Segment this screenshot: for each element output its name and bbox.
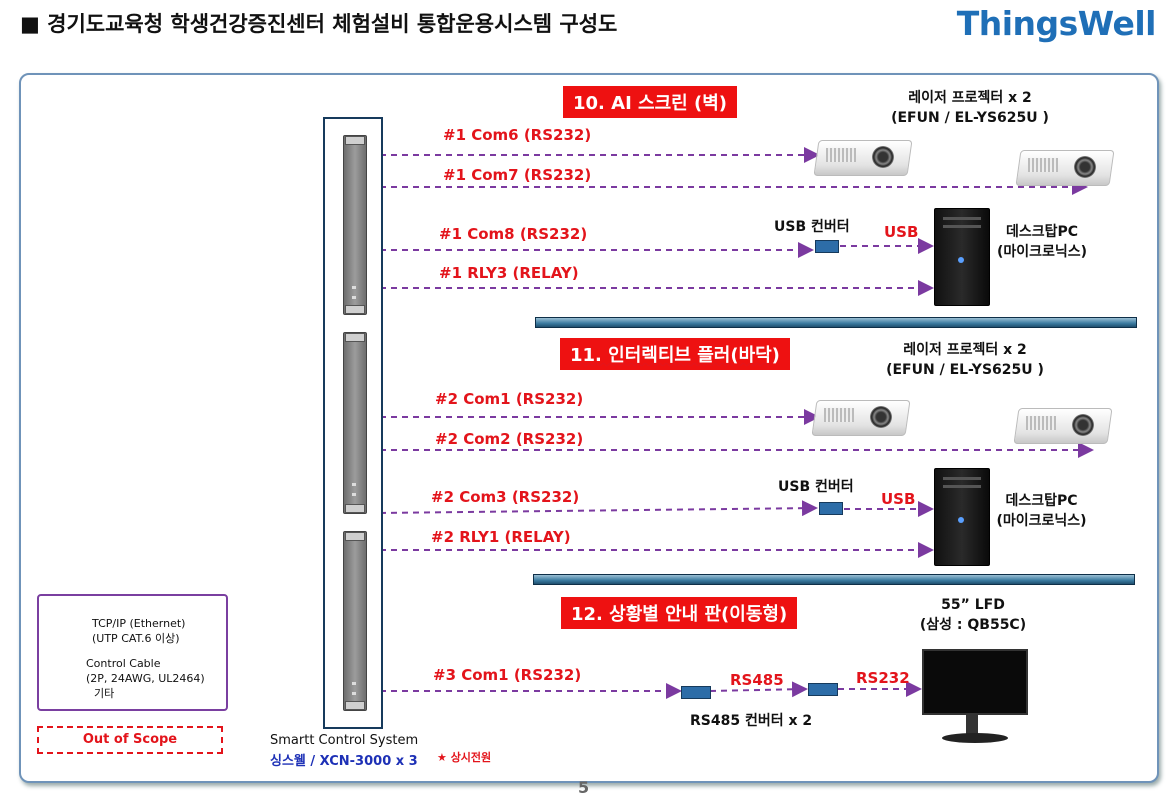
legend-control-desc: (2P, 24AWG, UL2464)	[86, 672, 205, 685]
out-of-scope-legend: Out of Scope	[37, 726, 223, 754]
lfd-label: 55” LFD (삼성 : QB55C)	[910, 595, 1036, 635]
projector-icon	[1013, 400, 1113, 450]
conn-label: #3 Com1 (RS232)	[433, 666, 582, 684]
rs485-converter-label: RS485 컨버터 x 2	[690, 713, 813, 729]
conn-label: #1 Com6 (RS232)	[443, 126, 592, 144]
usb-converter-label: USB 컨버터	[774, 219, 850, 235]
rs485-converter-icon	[808, 683, 838, 696]
cable-2com3	[379, 500, 818, 517]
rs485-converter-icon	[681, 686, 711, 699]
usb-label: USB	[884, 223, 919, 241]
pc-label-2: 데스크탑PC (마이크로닉스)	[984, 491, 1099, 531]
usb-converter-icon	[815, 240, 839, 253]
page-title: ■ 경기도교육청 학생건강증진센터 체험설비 통합운용시스템 구성도	[20, 12, 618, 36]
conn-label: #1 Com7 (RS232)	[443, 166, 592, 184]
legend-control-title: Control Cable	[86, 657, 161, 670]
section-interactive-floor-label: 11. 인터렉티브 플러(바닥)	[570, 345, 780, 366]
legend-tcp-desc: (UTP CAT.6 이상)	[92, 632, 180, 645]
usb-converter-label: USB 컨버터	[778, 479, 854, 495]
projector-name: 레이저 프로젝터 x 2	[908, 90, 1032, 106]
desktop-pc-icon	[934, 468, 990, 566]
conn-label: #2 Com1 (RS232)	[435, 390, 584, 408]
conn-label: #2 Com2 (RS232)	[435, 430, 584, 448]
rs232-label: RS232	[856, 669, 910, 687]
legend-tcp-title: TCP/IP (Ethernet)	[92, 617, 186, 630]
projector-group-1: 레이저 프로젝터 x 2 (EFUN / EL-YS625U )	[880, 88, 1060, 128]
lfd-name: 55” LFD	[941, 597, 1005, 613]
pc-maker: (마이크로닉스)	[996, 244, 1088, 260]
lfd-monitor-icon	[922, 649, 1028, 750]
projector-icon	[1015, 142, 1115, 192]
controller-name: Smartt Control System	[270, 733, 419, 748]
pc-maker: (마이크로닉스)	[996, 513, 1087, 529]
controller-unit	[343, 135, 367, 315]
conn-label: #2 RLY1 (RELAY)	[431, 528, 571, 546]
controller-unit	[343, 332, 367, 514]
projector-icon	[811, 392, 911, 442]
controller-unit	[343, 531, 367, 711]
page-number: 5	[578, 778, 590, 797]
projector-model: (EFUN / EL-YS625U )	[886, 362, 1044, 378]
conn-label: #1 Com8 (RS232)	[439, 225, 588, 243]
pc-name: 데스크탑PC	[1005, 224, 1079, 240]
projector-group-2: 레이저 프로젝터 x 2 (EFUN / EL-YS625U )	[875, 340, 1055, 380]
rs485-label: RS485	[730, 671, 784, 689]
section-divider	[535, 317, 1137, 328]
section-interactive-floor: 11. 인터렉티브 플러(바닥)	[560, 338, 790, 370]
section-divider	[533, 574, 1135, 585]
usb-converter-icon	[819, 502, 843, 515]
projector-model: (EFUN / EL-YS625U )	[891, 110, 1049, 126]
pc-label-1: 데스크탑PC (마이크로닉스)	[986, 222, 1098, 262]
legend: TCP/IP (Ethernet) (UTP CAT.6 이상) Control…	[37, 594, 228, 711]
conn-label: #1 RLY3 (RELAY)	[439, 264, 579, 282]
brand-logo: ThingsWell	[956, 4, 1157, 43]
cable-rs485	[709, 681, 808, 698]
conn-label: #2 Com3 (RS232)	[431, 488, 580, 506]
projector-icon	[813, 132, 913, 182]
controller-model: 싱스웰 / XCN-3000 x 3	[270, 754, 418, 769]
lfd-model: (삼성 : QB55C)	[919, 617, 1027, 633]
controller-rack	[323, 117, 383, 729]
desktop-pc-icon	[934, 208, 990, 306]
legend-etc: 기타	[94, 687, 115, 700]
projector-name: 레이저 프로젝터 x 2	[903, 342, 1027, 358]
usb-label: USB	[881, 490, 916, 508]
section-ai-screen: 10. AI 스크린 (벽)	[563, 86, 738, 118]
power-note: ★ 상시전원	[437, 751, 492, 764]
pc-name: 데스크탑PC	[1005, 493, 1078, 509]
section-guide-board: 12. 상황별 안내 판(이동형)	[561, 597, 798, 629]
